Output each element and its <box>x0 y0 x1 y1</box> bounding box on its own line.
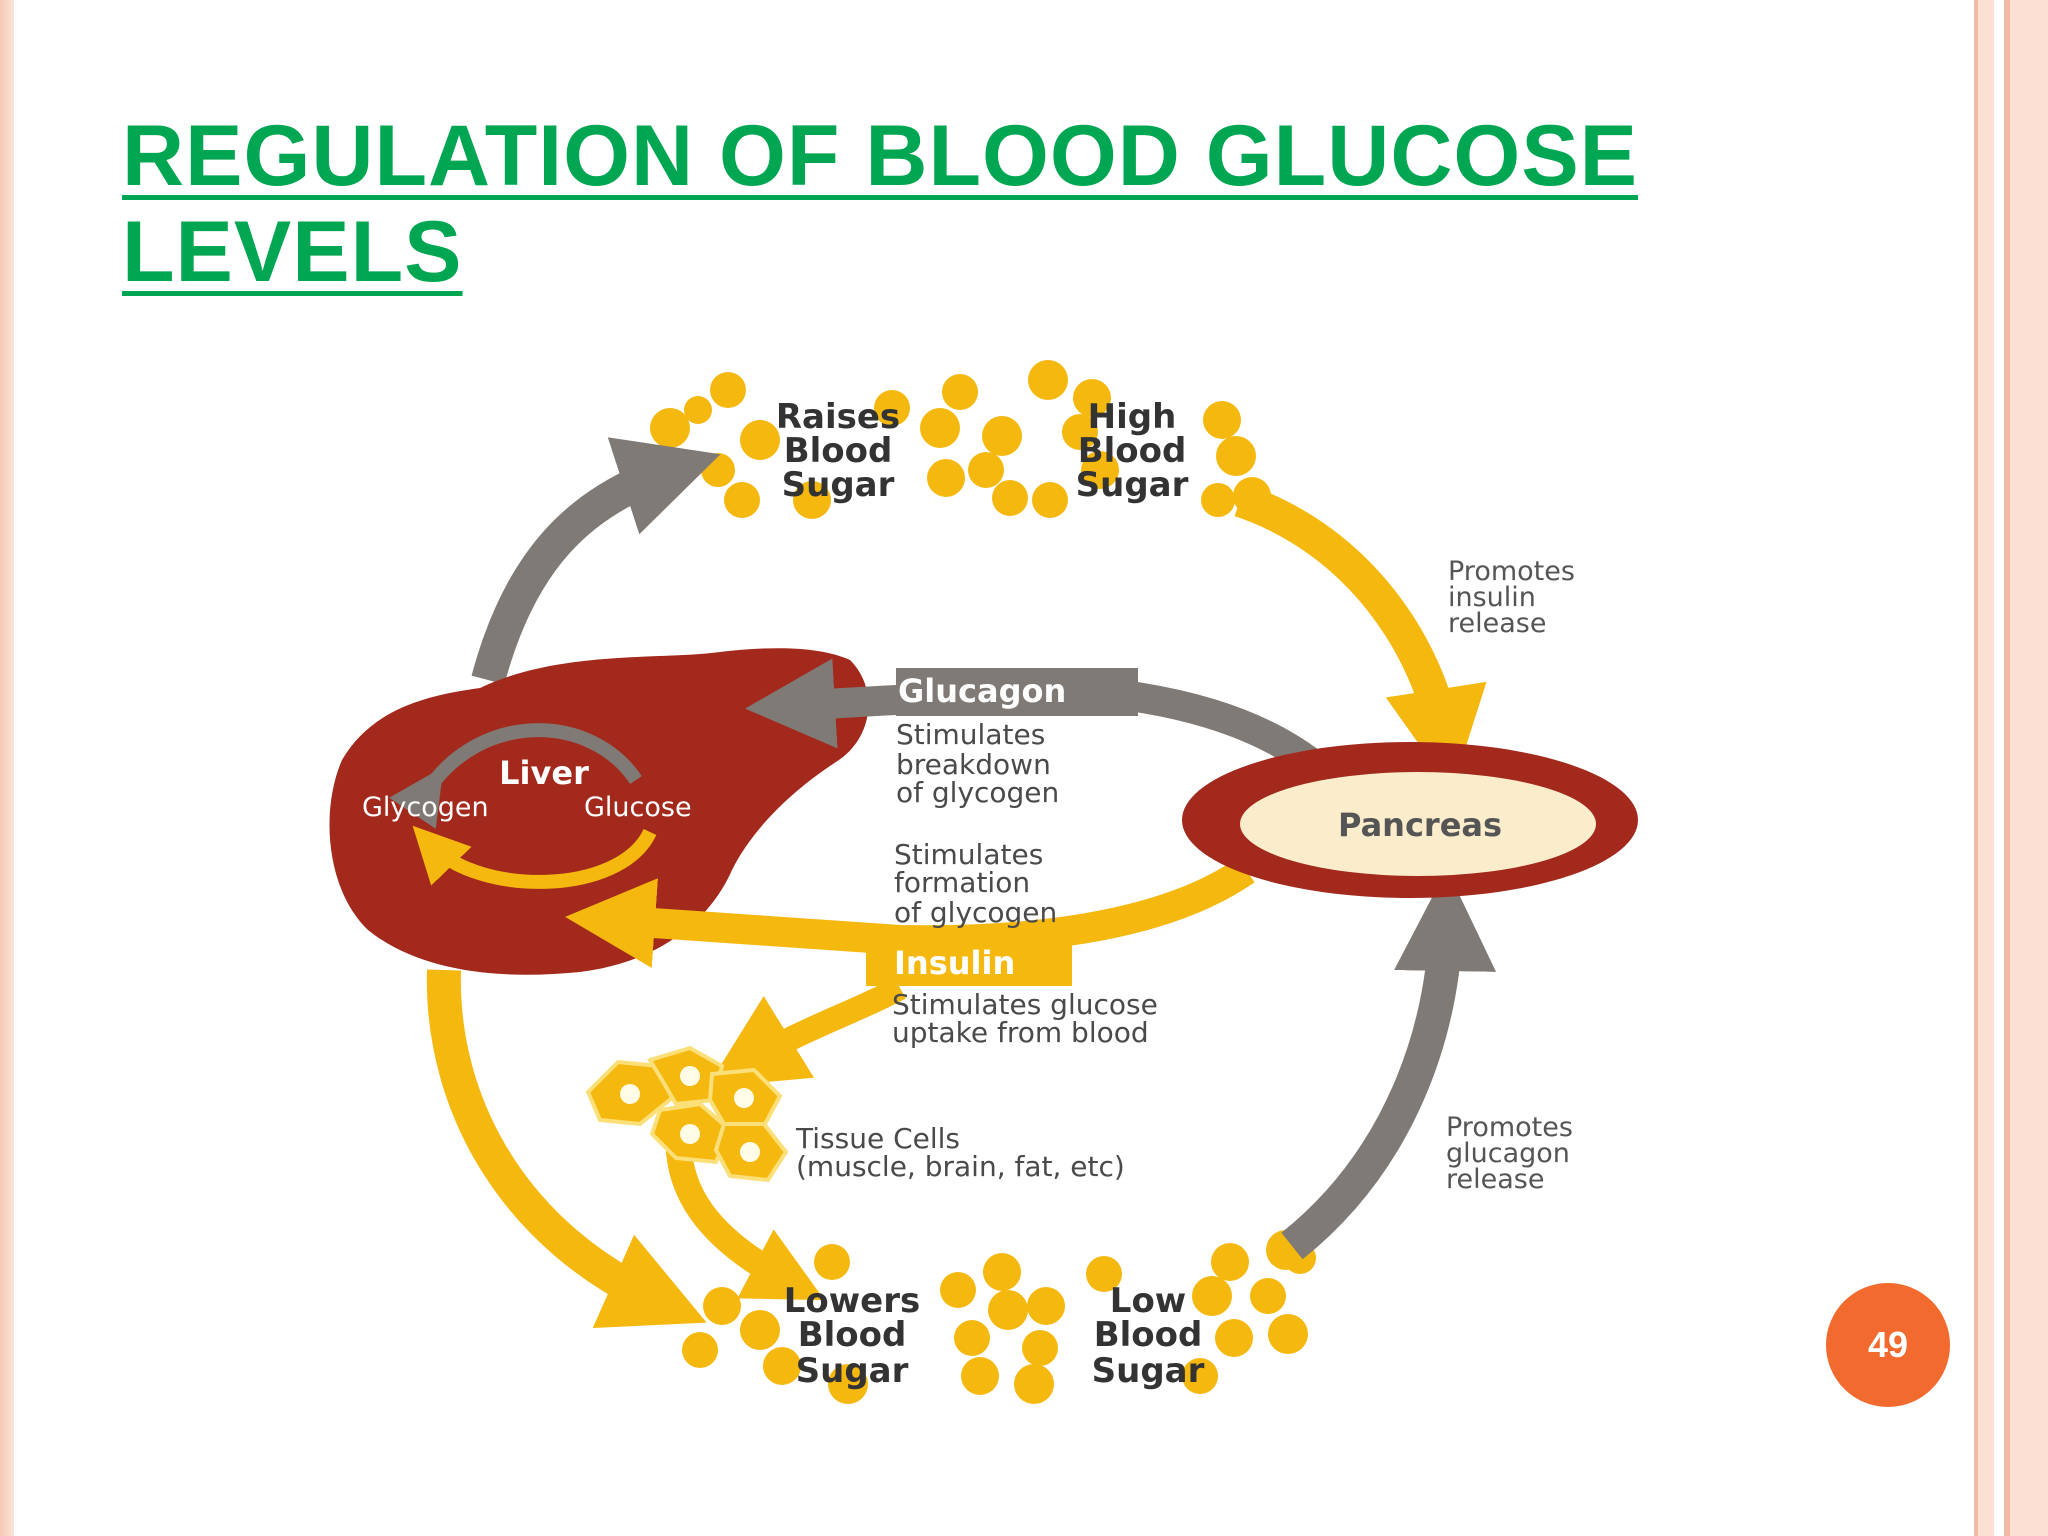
svg-text:formation: formation <box>894 866 1030 899</box>
glucose-cluster-bottom <box>682 1230 1316 1404</box>
glucagon-effect-label: Stimulates breakdown of glycogen <box>896 718 1059 809</box>
pancreas-label: Pancreas <box>1338 806 1502 844</box>
glycogen-label: Glycogen <box>362 792 489 823</box>
svg-text:Stimulates glucose: Stimulates glucose <box>892 988 1158 1021</box>
svg-text:Stimulates: Stimulates <box>894 838 1043 871</box>
svg-text:insulin: insulin <box>1448 582 1536 613</box>
liver-cycle-arrow-bottom <box>412 825 657 889</box>
svg-text:(muscle, brain, fat, etc): (muscle, brain, fat, etc) <box>796 1150 1125 1183</box>
lowers-blood-sugar-label: Lowers Blood Sugar <box>784 1281 921 1391</box>
svg-text:Stimulates: Stimulates <box>896 718 1045 751</box>
page-number-badge: 49 <box>1826 1283 1950 1407</box>
arrow-high-to-pancreas <box>1234 483 1487 791</box>
svg-text:Blood: Blood <box>784 431 893 471</box>
arrow-liver-to-raises <box>471 437 721 685</box>
svg-text:Blood: Blood <box>1078 431 1187 471</box>
svg-text:uptake from blood: uptake from blood <box>892 1016 1149 1049</box>
arrow-low-to-pancreas <box>1281 869 1497 1260</box>
svg-text:Sugar: Sugar <box>796 1351 909 1391</box>
insulin-label: Insulin <box>894 944 1015 982</box>
svg-text:Sugar: Sugar <box>782 465 895 505</box>
low-blood-sugar-label: Low Blood Sugar <box>1092 1281 1205 1391</box>
svg-text:glucagon: glucagon <box>1446 1138 1570 1169</box>
tissue-cells-label: Tissue Cells (muscle, brain, fat, etc) <box>795 1122 1125 1183</box>
svg-text:Lowers: Lowers <box>784 1281 921 1321</box>
svg-text:Raises: Raises <box>776 397 900 437</box>
glucagon-label: Glucagon <box>898 672 1066 710</box>
insulin-label-box <box>866 940 1072 986</box>
svg-text:Promotes: Promotes <box>1448 556 1575 587</box>
svg-text:release: release <box>1446 1164 1544 1195</box>
svg-text:Blood: Blood <box>798 1315 907 1355</box>
slide-title: REGULATION OF BLOOD GLUCOSE LEVELS <box>122 108 1639 300</box>
glucose-label: Glucose <box>584 792 692 823</box>
insulin-effect-label: Stimulates formation of glycogen <box>894 838 1057 929</box>
svg-text:Tissue Cells: Tissue Cells <box>795 1122 960 1155</box>
high-blood-sugar-label: High Blood Sugar <box>1076 397 1189 505</box>
slide-border-right <box>1964 0 2048 1536</box>
raises-blood-sugar-label: Raises Blood Sugar <box>776 397 900 505</box>
liver-shape <box>329 648 869 975</box>
glucose-cluster-top <box>650 360 1271 519</box>
svg-text:Blood: Blood <box>1094 1315 1203 1355</box>
uptake-effect-label: Stimulates glucose uptake from blood <box>892 988 1158 1049</box>
svg-text:breakdown: breakdown <box>896 748 1051 781</box>
pancreas-inner <box>1240 772 1596 876</box>
promotes-glucagon-release-label: Promotes glucagon release <box>1446 1112 1573 1195</box>
liver-label: Liver <box>499 754 589 792</box>
arrow-insulin-to-tissue <box>707 977 906 1088</box>
slide-border-left <box>0 0 14 1536</box>
svg-text:High: High <box>1088 397 1177 437</box>
promotes-insulin-release-label: Promotes insulin release <box>1448 556 1575 639</box>
svg-text:Low: Low <box>1110 1281 1186 1321</box>
liver-cycle-arrow-top <box>389 723 642 829</box>
svg-text:Promotes: Promotes <box>1446 1112 1573 1143</box>
svg-text:of glycogen: of glycogen <box>896 776 1059 809</box>
svg-text:Sugar: Sugar <box>1076 465 1189 505</box>
svg-text:Sugar: Sugar <box>1092 1351 1205 1391</box>
tissue-cells-icon <box>585 1045 789 1183</box>
glucagon-label-box <box>896 668 1138 716</box>
arrow-liver-to-lowers <box>426 969 707 1328</box>
svg-text:release: release <box>1448 608 1546 639</box>
svg-text:of glycogen: of glycogen <box>894 896 1057 929</box>
